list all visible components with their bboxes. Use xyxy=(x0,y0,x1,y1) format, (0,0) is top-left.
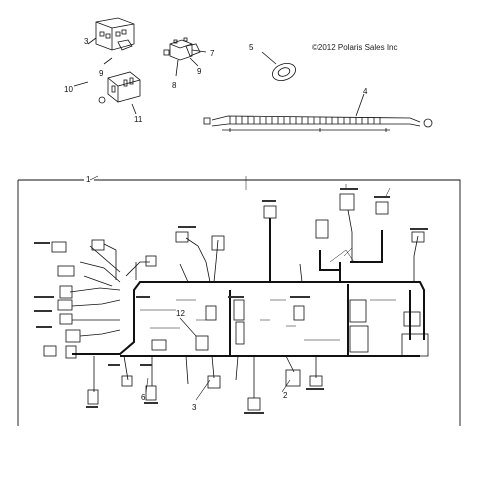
callout-3-top: 3 xyxy=(84,37,89,46)
connector-block-part xyxy=(73,17,135,87)
callout-3-bottom: 3 xyxy=(192,403,197,412)
callout-10: 10 xyxy=(64,85,73,94)
callout-1: 1 xyxy=(86,175,91,184)
callout-leaders xyxy=(89,175,291,401)
main-harness-trunk xyxy=(72,218,425,357)
callout-12: 12 xyxy=(176,309,185,318)
upper-branch-wires xyxy=(179,209,419,283)
fuse-holder-part xyxy=(98,71,141,115)
left-branch-wires xyxy=(69,243,150,337)
callout-5: 5 xyxy=(249,43,254,52)
harness-lead-part xyxy=(203,93,433,132)
relay-connector-part xyxy=(163,37,207,77)
callout-2: 2 xyxy=(283,391,288,400)
callout-6: 6 xyxy=(141,393,146,402)
callout-8: 8 xyxy=(172,81,177,90)
callout-7: 7 xyxy=(210,49,215,58)
harness-connectors xyxy=(43,193,429,411)
copyright-text: ©2012 Polaris Sales Inc xyxy=(312,43,398,52)
callout-4: 4 xyxy=(363,87,368,96)
callout-11: 11 xyxy=(134,115,143,124)
diagram-micro-text xyxy=(34,188,428,414)
grommet-part xyxy=(261,51,297,81)
callout-9: 9 xyxy=(197,67,202,76)
callout-9-left: 9 xyxy=(99,69,104,78)
